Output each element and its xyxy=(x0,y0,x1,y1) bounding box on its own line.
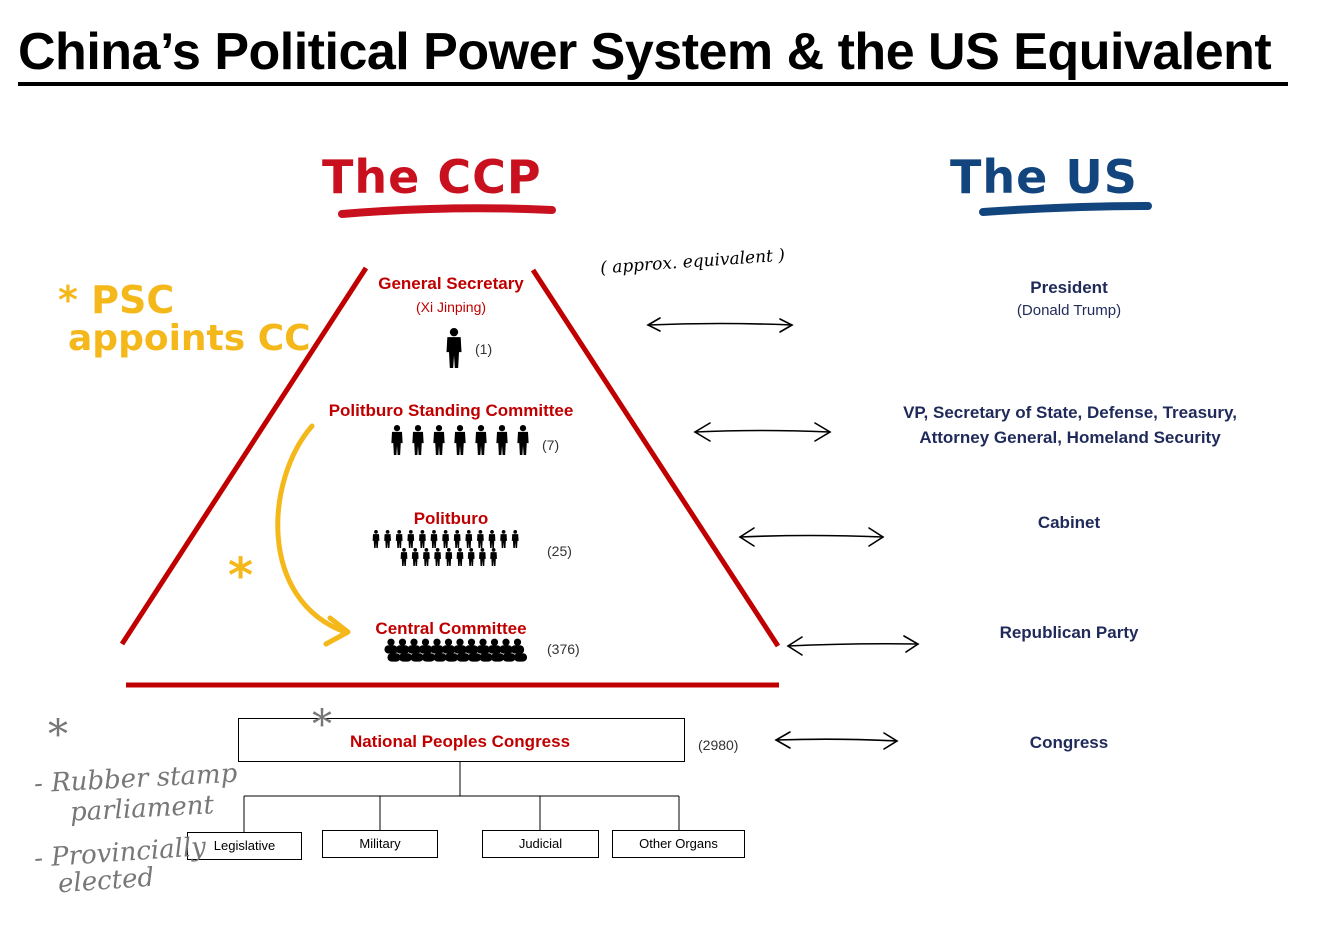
central-committee-member-icon xyxy=(410,646,424,662)
politburo-member-icon xyxy=(411,548,419,566)
us-heading-underline xyxy=(979,202,1152,216)
politburo-member-icon xyxy=(465,530,473,548)
organ-military: Military xyxy=(322,830,438,858)
us-president-name: (Donald Trump) xyxy=(1016,302,1122,319)
count-central-committee: (376) xyxy=(547,641,580,657)
politburo-member-icon xyxy=(488,530,496,548)
count-npc: (2980) xyxy=(698,737,739,753)
us-psc-equivalent: VP, Secretary of State, Defense, Treasur… xyxy=(903,403,1237,447)
label-psc: Politburo Standing Committee xyxy=(328,401,574,420)
politburo-member-icon xyxy=(479,548,486,566)
central-committee-member-icon xyxy=(456,646,470,662)
psc-member-icon xyxy=(517,425,529,455)
central-committee-member-icon xyxy=(421,646,436,662)
politburo-member-icon xyxy=(434,548,441,566)
politburo-member-icon xyxy=(419,530,426,548)
politburo-member-icon xyxy=(423,548,430,566)
organ-other: Other Organs xyxy=(612,830,745,858)
psc-member-icon xyxy=(475,425,487,455)
psc-member-icon xyxy=(496,425,508,455)
politburo-member-icon xyxy=(395,530,403,548)
psc-member-icon xyxy=(433,425,445,455)
central-committee-member-icon xyxy=(387,646,401,662)
psc-note-line2: appoints CC xyxy=(68,318,311,359)
general-secretary-person-icon xyxy=(446,328,462,368)
politburo-member-icon xyxy=(407,530,415,548)
arrow-party xyxy=(787,642,919,647)
label-politburo: Politburo xyxy=(413,509,489,528)
central-committee-member-icon xyxy=(513,646,528,662)
count-politburo: (25) xyxy=(547,543,572,559)
psc-appoints-arrowhead xyxy=(323,615,351,647)
central-committee-member-icon xyxy=(490,646,505,662)
npc-star-left: * xyxy=(48,712,68,758)
politburo-member-icon xyxy=(467,548,475,566)
npc-star-box: * xyxy=(312,702,332,748)
politburo-member-icon xyxy=(445,548,453,566)
organ-legislative: Legislative xyxy=(187,832,302,860)
us-republican-party: Republican Party xyxy=(999,623,1139,642)
label-general-secretary: General Secretary xyxy=(378,274,524,293)
label-npc: National Peoples Congress xyxy=(349,732,571,751)
pyramid-left-side xyxy=(119,266,369,646)
title-underline xyxy=(18,82,1288,86)
politburo-member-icon xyxy=(456,548,464,566)
politburo-member-icon xyxy=(477,530,484,548)
central-committee-member-icon xyxy=(467,646,482,662)
politburo-member-icon xyxy=(511,530,519,548)
central-committee-member-icon xyxy=(444,646,459,662)
arrow-president xyxy=(647,322,793,326)
politburo-member-icon xyxy=(430,530,438,548)
ccp-heading-underline xyxy=(338,204,556,218)
politburo-member-icon xyxy=(442,530,449,548)
psc-member-icon xyxy=(391,425,403,455)
us-heading: The US xyxy=(950,150,1138,204)
central-committee-member-icon xyxy=(502,646,516,662)
label-central-committee: Central Committee xyxy=(375,619,527,638)
psc-note-line1: * PSC xyxy=(58,278,175,322)
psc-member-icon xyxy=(412,425,424,455)
psc-star: * xyxy=(228,548,254,604)
arrow-psc xyxy=(694,429,831,433)
politburo-member-icon xyxy=(490,548,497,566)
central-committee-member-icon xyxy=(479,646,493,662)
central-committee-member-icon xyxy=(398,646,413,662)
page-title: China’s Political Power System & the US … xyxy=(18,23,1272,81)
label-xi-jinping: (Xi Jinping) xyxy=(415,299,487,315)
pyramid-right-side xyxy=(530,268,781,648)
central-committee-member-icon xyxy=(433,646,447,662)
psc-member-icon xyxy=(454,425,466,455)
org-tree-lines xyxy=(243,762,680,832)
politburo-member-icon xyxy=(500,530,507,548)
politburo-member-icon xyxy=(372,530,380,548)
us-president: President xyxy=(1030,278,1108,297)
ccp-heading: The CCP xyxy=(322,150,542,204)
psc-appoints-arrow xyxy=(275,423,348,635)
count-psc: (7) xyxy=(542,437,560,453)
arrow-congress xyxy=(775,738,898,742)
organ-judicial: Judicial xyxy=(482,830,599,858)
count-general-secretary: (1) xyxy=(475,341,493,357)
politburo-member-icon xyxy=(453,530,461,548)
equivalence-arrows xyxy=(646,317,920,750)
arrow-cabinet xyxy=(739,534,884,538)
us-congress: Congress xyxy=(1029,733,1109,752)
politburo-member-icon xyxy=(400,548,408,566)
politburo-member-icon xyxy=(384,530,391,548)
us-cabinet: Cabinet xyxy=(1037,513,1101,532)
npc-box xyxy=(238,718,685,762)
